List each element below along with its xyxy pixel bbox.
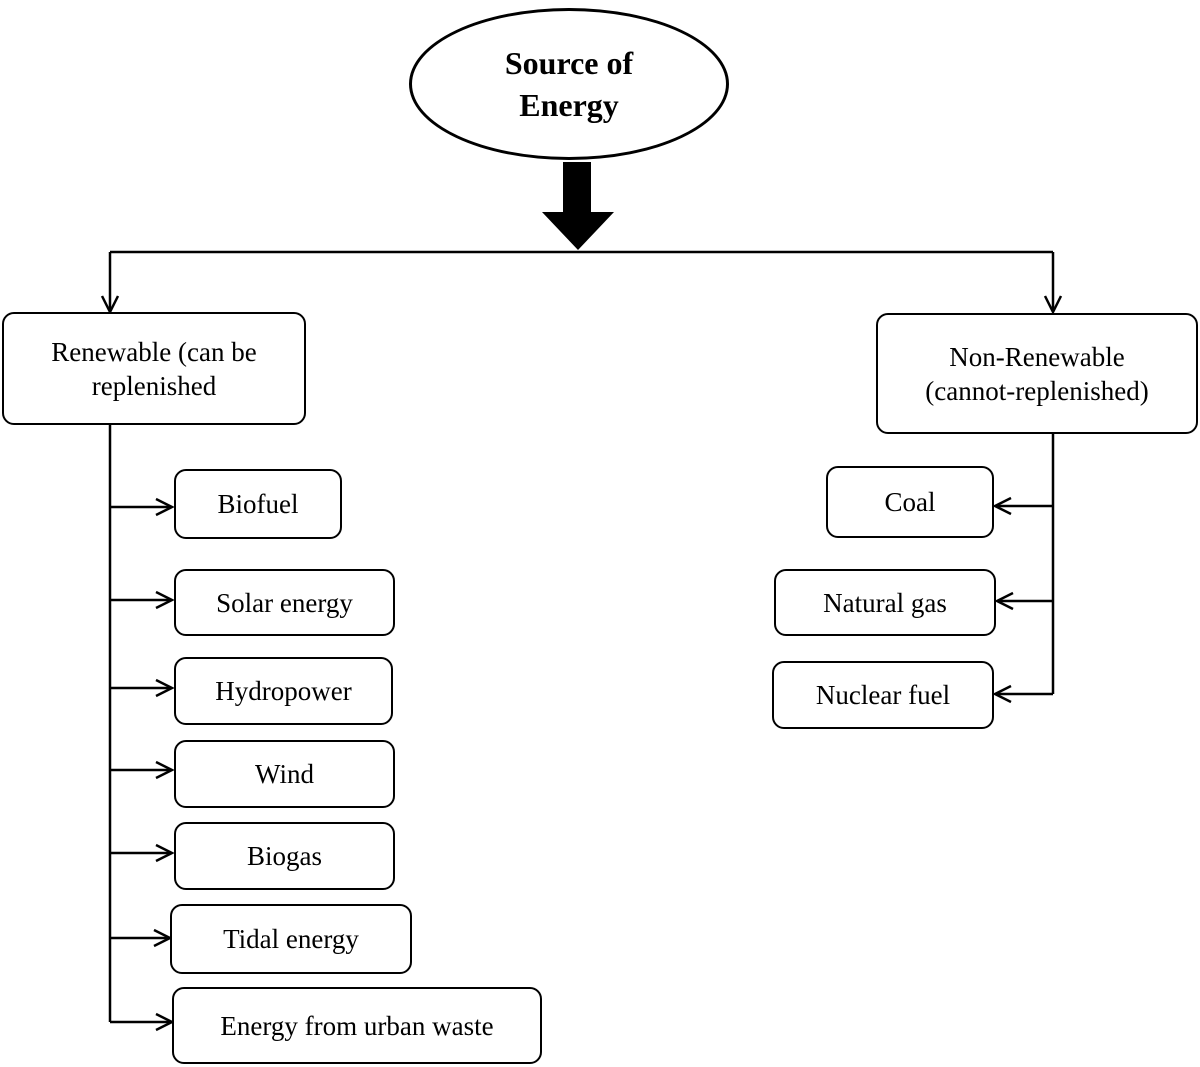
item-label: Biogas (246, 841, 322, 871)
item-label: Natural gas (823, 587, 947, 618)
item-label: Nuclear fuel (815, 680, 951, 710)
non-renewable-item-natural-gas: Natural gas (774, 569, 996, 636)
renewable-item-solar-energy: Solar energy (174, 569, 395, 636)
item-label: Tidal energy (223, 924, 359, 954)
item-label: Wind (255, 759, 314, 789)
source-of-energy-node: Source of Energy (409, 8, 729, 160)
non-renewable-node: Non-Renewable (cannot-replenished) (876, 313, 1198, 434)
renewable-node: Renewable (can be replenished (2, 312, 306, 425)
non-renewable-item-nuclear-fuel: Nuclear fuel (772, 661, 994, 729)
renewable-branch-arrows (110, 507, 172, 1022)
main-down-arrow (542, 162, 614, 250)
renewable-item-tidal-energy: Tidal energy (170, 904, 412, 974)
item-label: Biofuel (217, 489, 299, 519)
renewable-label: Renewable (can be replenished (51, 336, 257, 401)
renewable-item-biogas: Biogas (174, 822, 395, 890)
item-label: Solar energy (216, 587, 353, 618)
non-renewable-branch-arrows (995, 506, 1053, 694)
non-renewable-label: Non-Renewable (cannot-replenished) (925, 341, 1149, 406)
renewable-item-urban-waste: Energy from urban waste (172, 987, 542, 1064)
renewable-item-biofuel: Biofuel (174, 469, 342, 539)
item-label: Hydropower (215, 676, 352, 706)
renewable-item-hydropower: Hydropower (174, 657, 393, 725)
non-renewable-item-coal: Coal (826, 466, 994, 538)
item-label: Coal (884, 487, 936, 517)
item-label: Energy from urban waste (220, 1010, 494, 1041)
source-of-energy-label: Source of Energy (504, 45, 634, 123)
renewable-item-wind: Wind (174, 740, 395, 808)
